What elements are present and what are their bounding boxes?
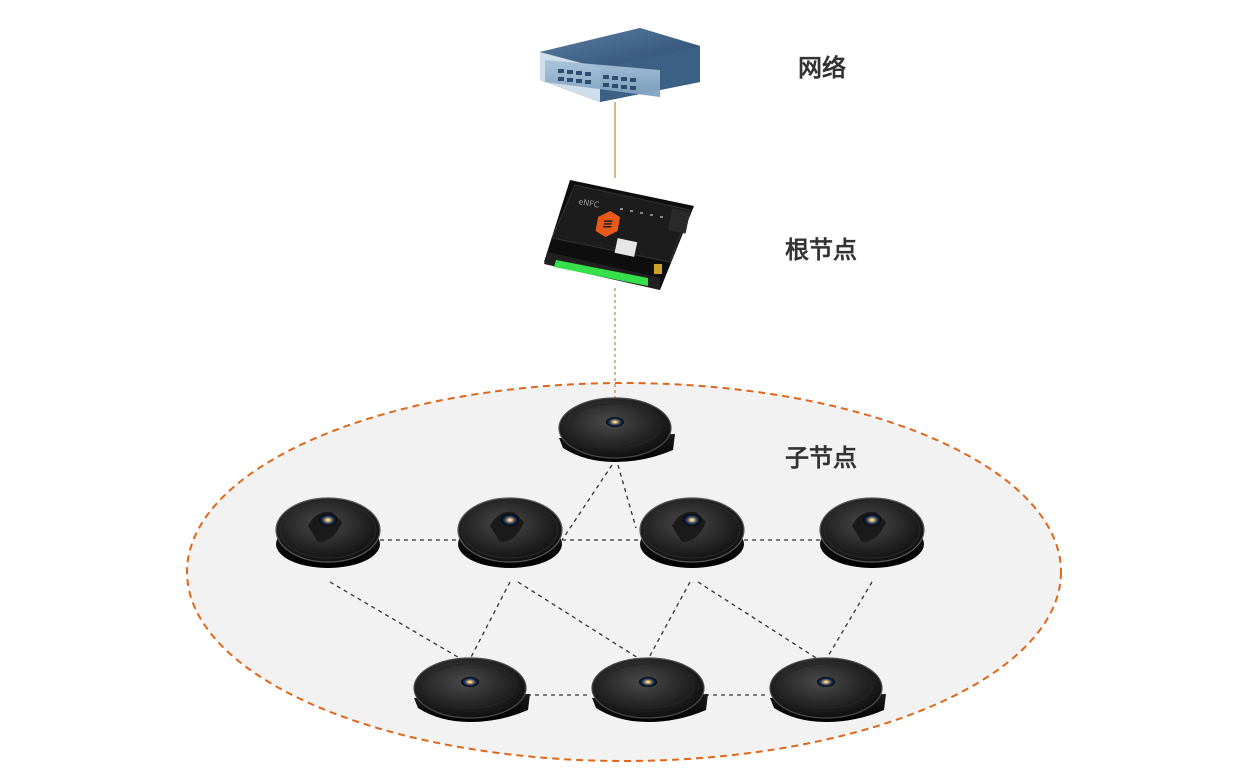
sensor-node-icon (457, 497, 563, 569)
network-label: 网络 (798, 54, 846, 82)
gateway-brand-text: eNFC (578, 197, 601, 210)
sensor-node-icon (275, 497, 381, 569)
mesh-link (517, 581, 647, 664)
mesh-link (617, 464, 637, 529)
root-node-label: 根节点 (785, 236, 857, 264)
child-nodes-label: 子节点 (785, 444, 857, 472)
mesh-links (329, 464, 873, 696)
gateway-logo-glyph: ≡ (601, 217, 615, 232)
mesh-link (697, 581, 825, 664)
gateway-icon: ≡ eNFC (544, 180, 694, 290)
mesh-link (561, 464, 613, 541)
sensor-node-icon (639, 497, 745, 569)
mesh-link (329, 581, 469, 664)
network-switch-icon (540, 28, 700, 102)
sensor-node-icon (819, 497, 925, 569)
